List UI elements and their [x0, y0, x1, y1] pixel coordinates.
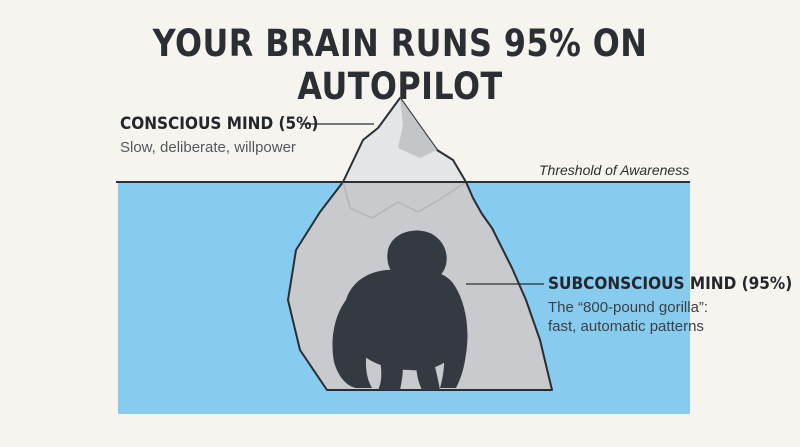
page-title: YOUR BRAIN RUNS 95% ON AUTOPILOT — [152, 22, 648, 108]
subconscious-description-line1: The “800-pound gorilla”: — [548, 299, 709, 316]
iceberg-ridge — [342, 181, 467, 219]
gorilla-icon — [332, 230, 468, 390]
conscious-description: Slow, deliberate, willpower — [120, 139, 296, 156]
subconscious-description-line2: fast, automatic patterns — [548, 318, 704, 335]
iceberg-tip-shadow — [398, 98, 437, 158]
conscious-heading: CONSCIOUS MIND (5%) — [120, 114, 319, 134]
threshold-label: Threshold of Awareness — [539, 162, 690, 178]
subconscious-heading: SUBCONSCIOUS MIND (95%) — [548, 274, 793, 294]
